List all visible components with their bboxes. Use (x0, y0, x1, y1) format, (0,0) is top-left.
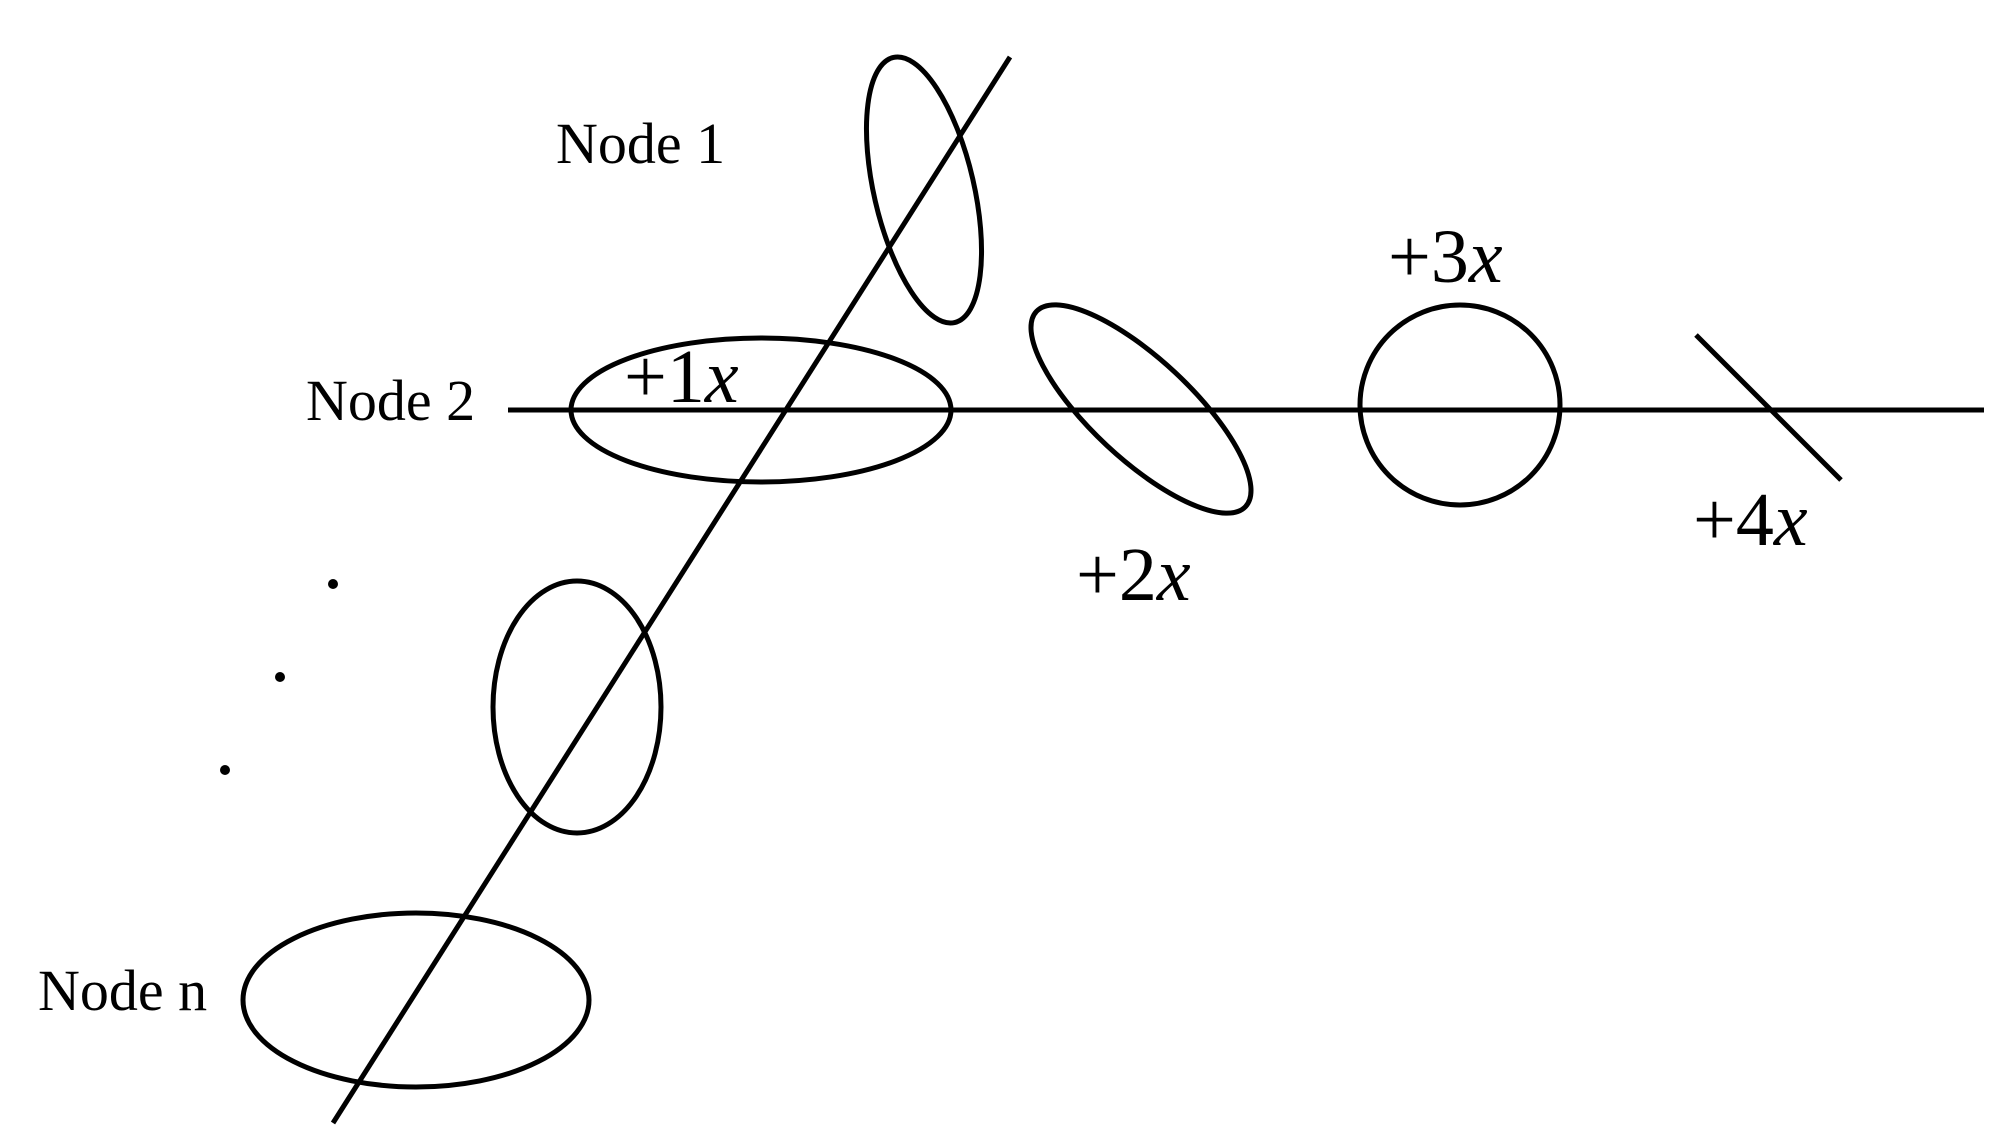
node2-ellipse (568, 335, 954, 485)
diagonal-axis-line (330, 55, 1013, 1125)
noden-label: Node n (38, 958, 207, 1023)
plus4x-slash-line (1694, 333, 1843, 482)
plus1x-label: +1x (624, 335, 739, 419)
plus2x-label: +2x (1076, 533, 1191, 617)
plus3x-label: +3x (1388, 215, 1503, 299)
plus4x-label: +4x (1693, 478, 1808, 562)
plus3x-circle (1357, 302, 1563, 508)
node2-label: Node 2 (306, 368, 475, 433)
noden-ellipse (240, 910, 592, 1090)
ellipsis-dot (328, 579, 338, 589)
node1-label: Node 1 (556, 111, 725, 176)
middle-node-ellipse (490, 578, 664, 836)
plus2x-ellipse (1028, 302, 1254, 516)
ellipsis-dot (220, 765, 230, 775)
node1-ellipse (863, 54, 985, 326)
ellipsis-dot (275, 672, 285, 682)
